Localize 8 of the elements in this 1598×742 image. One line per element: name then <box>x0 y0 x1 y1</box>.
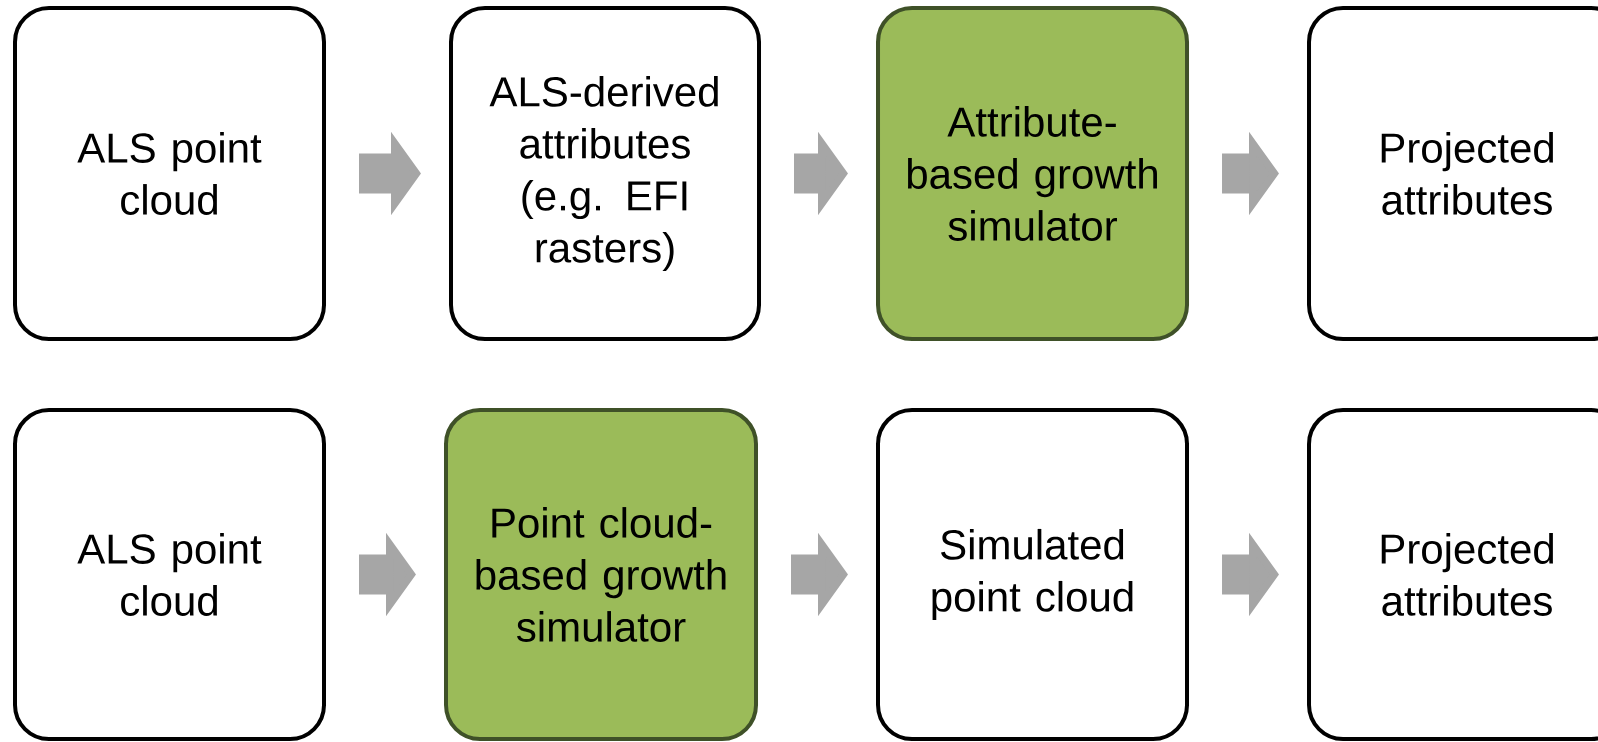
simulator-box: Point cloud-based growth simulator <box>444 408 758 741</box>
process-box: ALS point cloud <box>13 408 326 741</box>
process-box: ALS-derived attributes (e.g. EFI rasters) <box>449 6 761 341</box>
process-box: ALS point cloud <box>13 6 326 341</box>
process-box: Projected attributes <box>1307 6 1598 341</box>
process-box: Projected attributes <box>1307 408 1598 741</box>
process-box: Simulated point cloud <box>876 408 1189 741</box>
simulator-box: Attribute-based growth simulator <box>876 6 1189 341</box>
